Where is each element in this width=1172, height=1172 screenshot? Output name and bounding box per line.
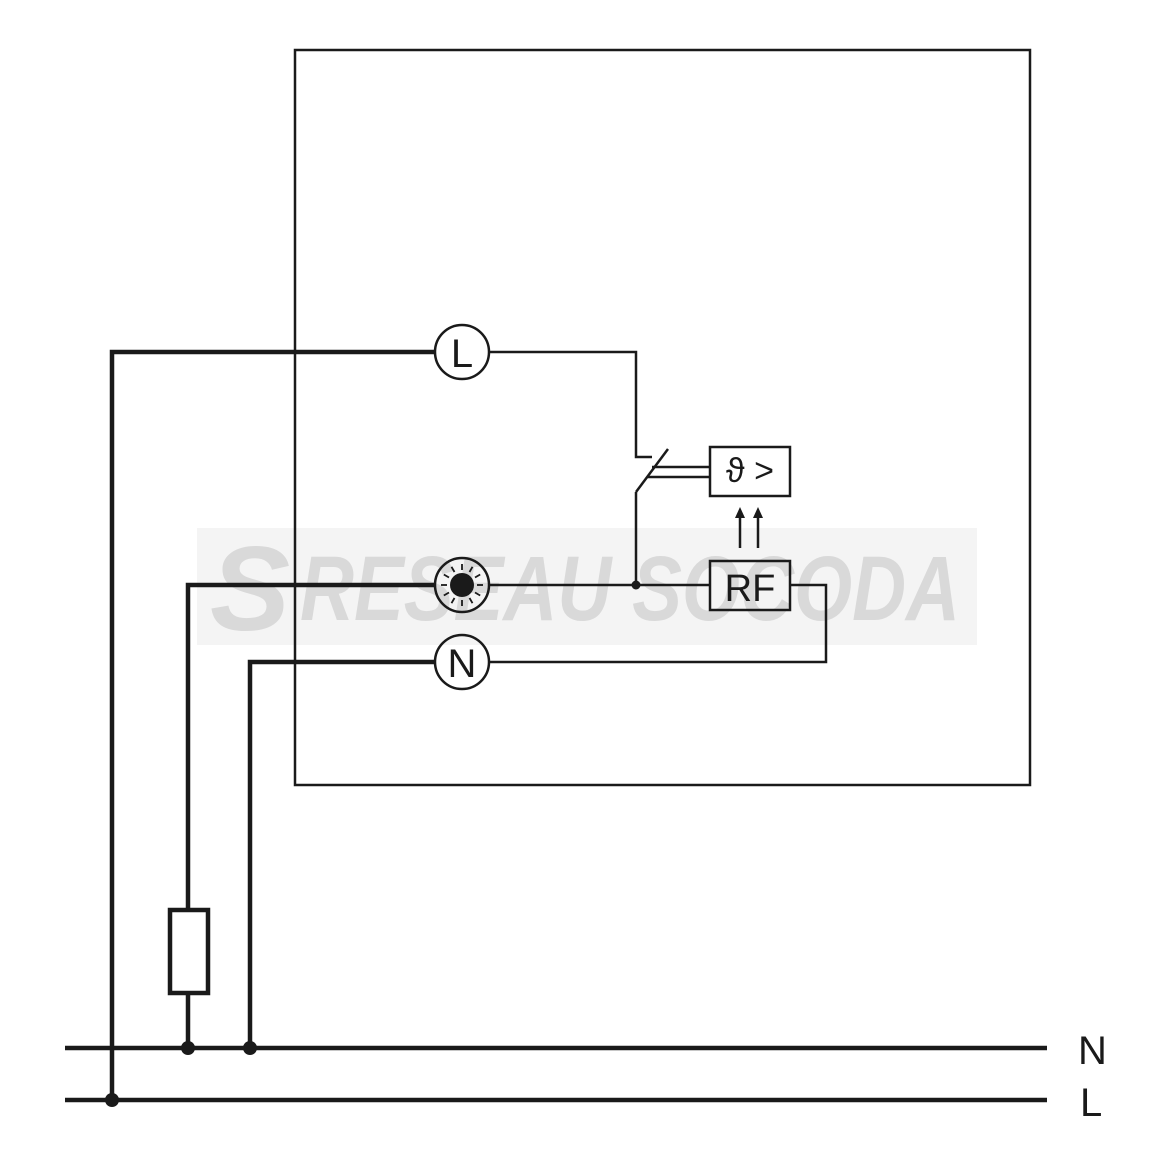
lamp-ray (443, 591, 450, 597)
rf-label: RF (725, 568, 776, 610)
lamp-ray (474, 573, 481, 579)
watermark-logo: S (210, 522, 290, 656)
thermostat-symbol: ϑ > (726, 452, 774, 490)
lamp-ray (468, 597, 474, 604)
junction-dot (243, 1041, 257, 1055)
watermark-text: RESEAU SOCODA (300, 538, 960, 640)
junction-dot (181, 1041, 195, 1055)
lamp-ray (443, 573, 450, 579)
junction-dot (105, 1093, 119, 1107)
junction-dot (631, 580, 641, 590)
lamp-ray (450, 566, 456, 573)
wire-internal-line (489, 350, 652, 459)
bus-label-neutral: N (1078, 1029, 1107, 1073)
terminal-label-neutral: N (448, 642, 477, 686)
wire-neutral-feed (247, 659, 435, 1048)
load-resistor (167, 907, 211, 996)
wire-lamp-feed (185, 582, 435, 910)
switch-contact (634, 448, 670, 493)
terminal-neutral (433, 633, 491, 691)
terminal-line (433, 323, 491, 381)
terminal-label-line: L (451, 332, 473, 376)
rf-signal-arrows (735, 507, 763, 548)
rf-module (708, 559, 792, 612)
terminal-lamp-icon (433, 556, 491, 614)
thermostat-block (708, 445, 792, 498)
lamp-ray (450, 597, 456, 604)
lamp-ray (474, 591, 481, 597)
bus-label-line: L (1080, 1081, 1102, 1125)
wire-line-feed (109, 349, 435, 1100)
lamp-ray (468, 566, 474, 573)
wire-neutral-internal (489, 583, 828, 664)
device-enclosure (293, 48, 1032, 787)
watermark: S RESEAU SOCODA (197, 522, 977, 656)
